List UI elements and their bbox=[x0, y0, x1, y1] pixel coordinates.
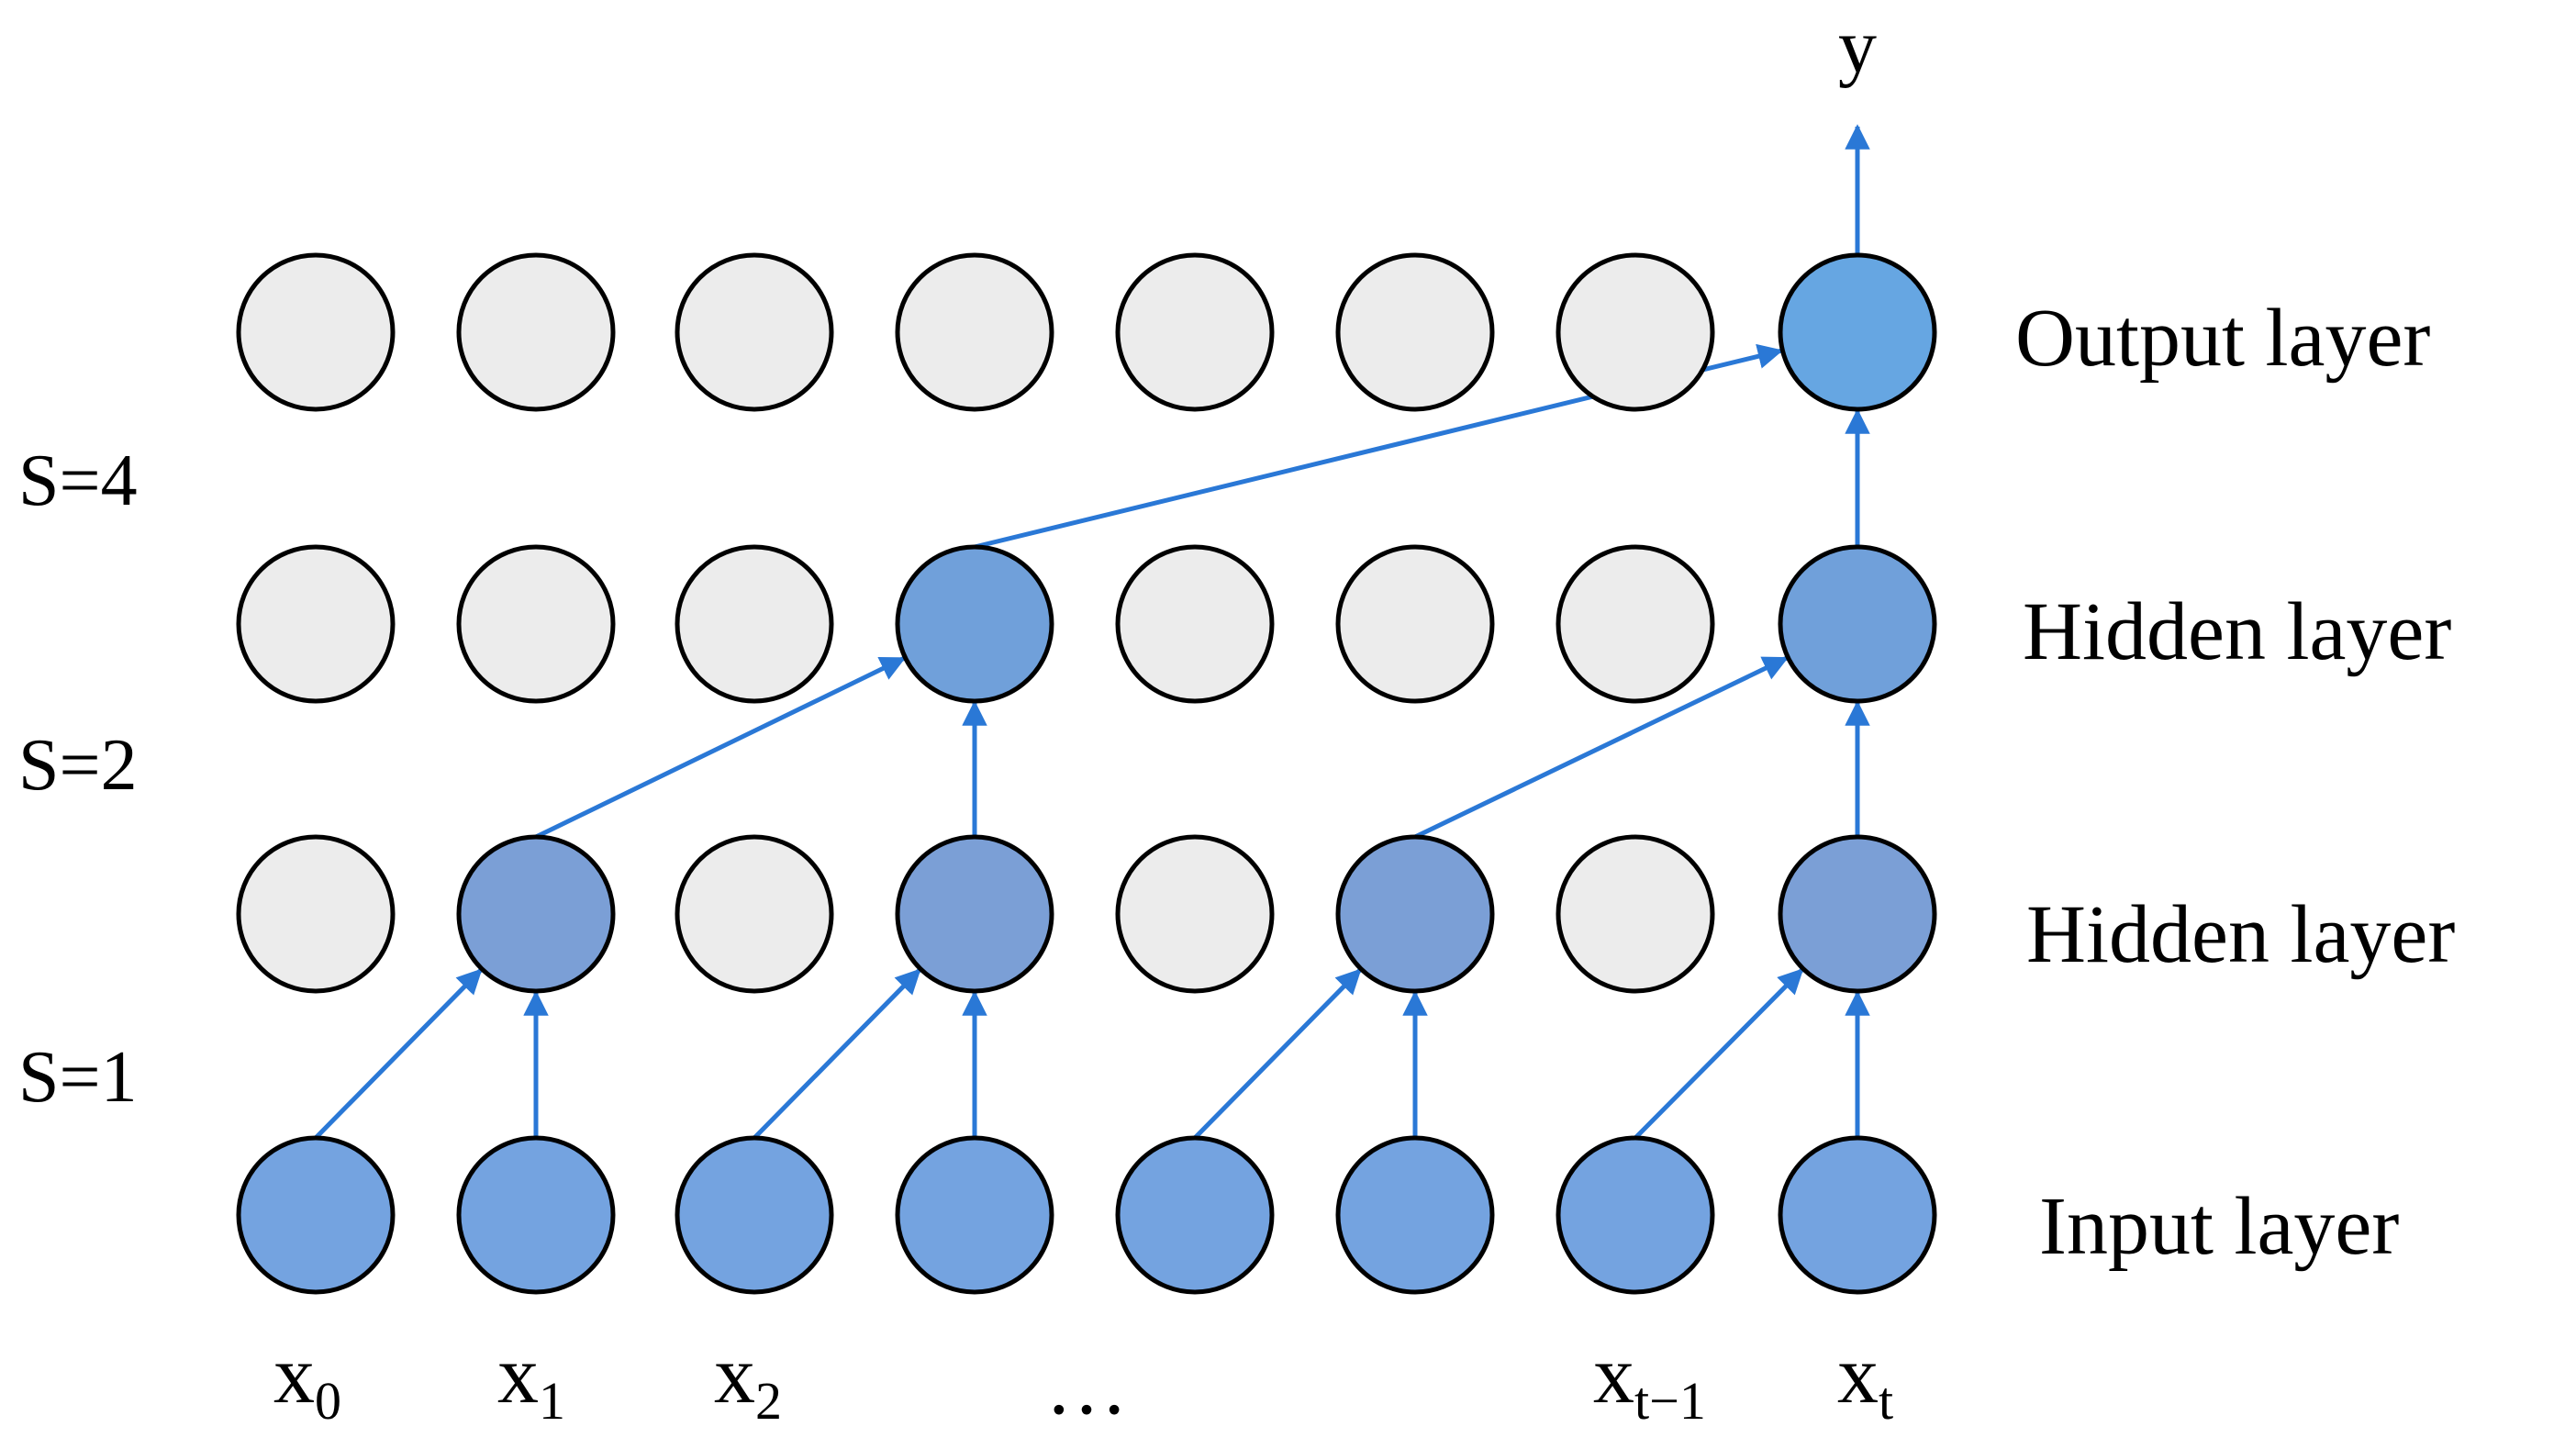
input-label-x0-base: x bbox=[273, 1330, 315, 1421]
node-hidden-bottom-5 bbox=[1335, 834, 1495, 994]
node-output-0 bbox=[236, 252, 396, 412]
node-input-0 bbox=[236, 1135, 396, 1295]
node-hidden-top-0 bbox=[236, 544, 396, 704]
hidden-layer-top-label: Hidden layer bbox=[2023, 586, 2451, 677]
node-input-1 bbox=[456, 1135, 616, 1295]
node-hidden-top-1 bbox=[456, 544, 616, 704]
node-output-6 bbox=[1556, 252, 1715, 412]
input-label-xt-minus-1-sub: t−1 bbox=[1634, 1371, 1706, 1431]
input-layer-label: Input layer bbox=[2039, 1181, 2399, 1272]
input-label-x1-base: x bbox=[497, 1330, 539, 1421]
input-label-xt-minus-1-base: x bbox=[1593, 1330, 1634, 1421]
output-y-label: y bbox=[1838, 4, 1877, 89]
nodes bbox=[236, 252, 1937, 1295]
output-layer-label: Output layer bbox=[2015, 293, 2430, 384]
node-hidden-bottom-2 bbox=[675, 834, 834, 994]
node-hidden-top-4 bbox=[1115, 544, 1275, 704]
node-input-4 bbox=[1115, 1135, 1275, 1295]
node-hidden-bottom-4 bbox=[1115, 834, 1275, 994]
node-hidden-bottom-7 bbox=[1778, 834, 1937, 994]
edge-input-6-to-hidden1-7 bbox=[1634, 968, 1804, 1140]
node-hidden-top-6 bbox=[1556, 544, 1715, 704]
input-label-x0: x0 bbox=[273, 1330, 341, 1431]
node-output-2 bbox=[675, 252, 834, 412]
node-input-3 bbox=[895, 1135, 1054, 1295]
input-label-xt-minus-1: xt−1 bbox=[1593, 1330, 1706, 1431]
input-label-x1-sub: 1 bbox=[539, 1371, 565, 1431]
node-hidden-bottom-6 bbox=[1556, 834, 1715, 994]
input-label-x0-sub: 0 bbox=[315, 1371, 341, 1431]
node-input-6 bbox=[1556, 1135, 1715, 1295]
edge-input-4-to-hidden1-5 bbox=[1193, 968, 1362, 1140]
dilation-s2-label: S=2 bbox=[18, 725, 138, 806]
input-label-xt-sub: t bbox=[1879, 1371, 1893, 1431]
node-output-3 bbox=[895, 252, 1054, 412]
input-label-x2-base: x bbox=[714, 1330, 755, 1421]
node-input-7 bbox=[1778, 1135, 1937, 1295]
edge-input-0-to-hidden1-1 bbox=[314, 968, 483, 1140]
node-input-5 bbox=[1335, 1135, 1495, 1295]
input-label-ellipsis: … bbox=[1045, 1341, 1128, 1432]
node-hidden-top-2 bbox=[675, 544, 834, 704]
dilation-s1-label: S=1 bbox=[18, 1037, 138, 1118]
node-hidden-bottom-0 bbox=[236, 834, 396, 994]
node-hidden-top-5 bbox=[1335, 544, 1495, 704]
node-hidden-top-3 bbox=[895, 544, 1054, 704]
node-hidden-bottom-1 bbox=[456, 834, 616, 994]
node-output-1 bbox=[456, 252, 616, 412]
node-output-4 bbox=[1115, 252, 1275, 412]
dilation-s4-label: S=4 bbox=[18, 440, 138, 521]
edge-input-2-to-hidden1-3 bbox=[753, 968, 921, 1140]
input-label-xt: xt bbox=[1837, 1330, 1893, 1431]
node-hidden-top-7 bbox=[1778, 544, 1937, 704]
node-output-7 bbox=[1778, 252, 1937, 412]
input-label-xt-base: x bbox=[1837, 1330, 1879, 1421]
input-label-x2: x2 bbox=[714, 1330, 782, 1431]
edge-hidden1-5-to-hidden2-7 bbox=[1413, 656, 1789, 840]
edge-hidden1-1-to-hidden2-3 bbox=[534, 656, 907, 840]
hidden-layer-bottom-label: Hidden layer bbox=[2026, 889, 2455, 980]
input-label-x1: x1 bbox=[497, 1330, 565, 1431]
node-output-5 bbox=[1335, 252, 1495, 412]
node-hidden-bottom-3 bbox=[895, 834, 1054, 994]
input-label-x2-sub: 2 bbox=[755, 1371, 782, 1431]
node-input-2 bbox=[675, 1135, 834, 1295]
